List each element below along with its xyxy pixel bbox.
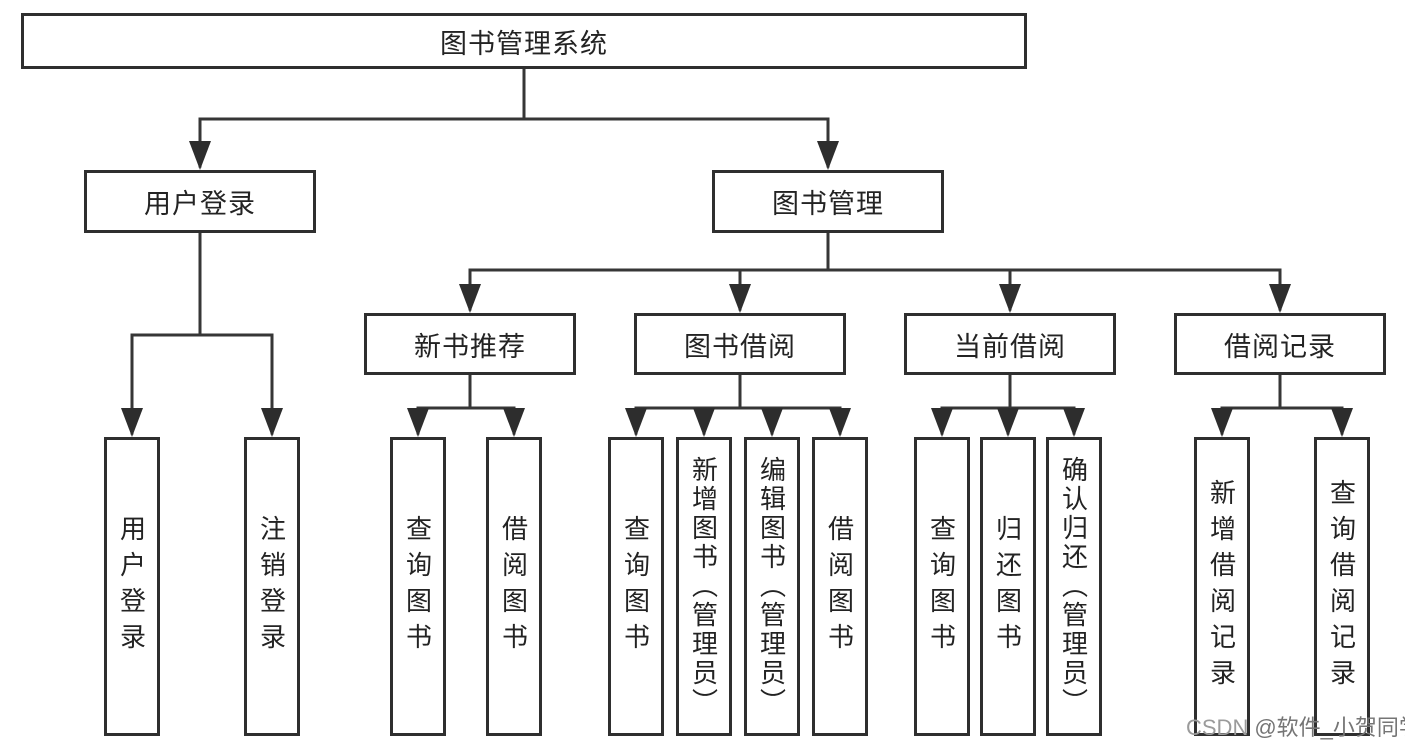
leaf-current-return-books: 归还图书 [980,437,1036,736]
connector-bookborrow-to-leaves [634,373,842,435]
leaf-borrow-query-books: 查询图书 [608,437,664,736]
leaf-records-query-record: 查询借阅记录 [1314,437,1370,736]
node-borrow-records: 借阅记录 [1174,313,1386,375]
leaf-records-add-record: 新增借阅记录 [1194,437,1250,736]
arrowheads-currentborrow-leaves [931,408,1085,437]
leaf-logout: 注销登录 [244,437,300,736]
leaf-user-login: 用户登录 [104,437,160,736]
leaf-newbook-query-books: 查询图书 [390,437,446,736]
watermark-prefix: CSDN [1186,715,1249,740]
node-user-login: 用户登录 [84,170,316,233]
arrowheads-userlogin-leaves [121,408,283,437]
leaf-borrow-add-books-admin: 新增图书（管理员） [676,437,732,736]
leaf-borrow-borrow-books: 借阅图书 [812,437,868,736]
leaf-newbook-borrow-books: 借阅图书 [486,437,542,736]
connector-userlogin-to-leaves [130,231,274,435]
leaf-borrow-edit-books-admin: 编辑图书（管理员） [744,437,800,736]
node-book-borrow: 图书借阅 [634,313,846,375]
watermark: CSDN@软件_小贺同学 [1186,710,1405,742]
node-new-book-recommend: 新书推荐 [364,313,576,375]
node-book-management: 图书管理 [712,170,944,233]
arrowheads-records-leaves [1211,408,1353,437]
arrowheads-bookborrow-leaves [625,408,851,437]
connector-bookmgmt-to-level3 [468,231,1282,311]
connector-root-to-level2 [198,67,830,168]
leaf-current-query-books: 查询图书 [914,437,970,736]
arrowheads-newbook-leaves [407,408,525,437]
arrowheads-level2 [189,141,839,170]
connector-newbook-to-leaves [416,373,516,435]
watermark-handle: @软件_小贺同学 [1254,715,1405,740]
arrowheads-level3 [459,284,1291,313]
connector-records-to-leaves [1220,373,1344,435]
leaf-current-confirm-return-admin: 确认归还（管理员） [1046,437,1102,736]
node-current-borrow: 当前借阅 [904,313,1116,375]
node-root: 图书管理系统 [21,13,1027,69]
